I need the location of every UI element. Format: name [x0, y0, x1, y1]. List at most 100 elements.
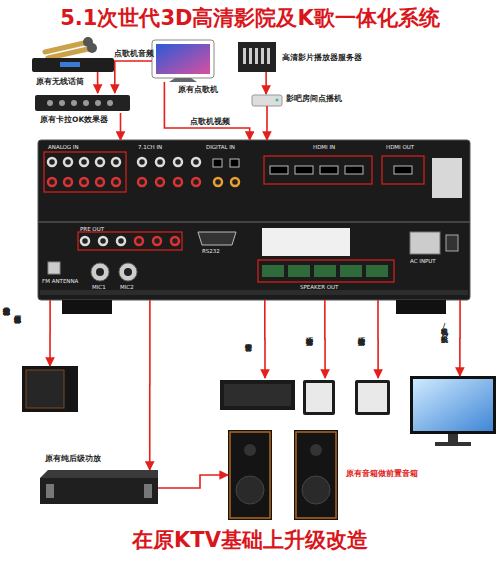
signal-arrow [49, 300, 51, 366]
amp-handle [46, 484, 54, 498]
speaker-body [303, 380, 335, 415]
amplifier-foot [62, 300, 112, 314]
server-slot [267, 48, 270, 64]
rca-jack [138, 158, 146, 166]
hdmi-port [320, 166, 338, 174]
highlight-frame [78, 232, 182, 250]
device-label: 影吧房间点播机 [286, 95, 342, 103]
panel-label: DIGITAL IN [206, 144, 235, 150]
device-label: 高清影片播放器服务器 [282, 54, 362, 62]
coax-jack [231, 178, 239, 186]
diagram-caption: 在原KTV基础上升级改造 [0, 528, 500, 553]
signal-arrow [158, 475, 228, 488]
amp-top [40, 470, 158, 478]
amp-handle [144, 484, 152, 498]
signal-arrow [459, 300, 461, 376]
rca-jack [64, 178, 72, 186]
tv-stand [448, 434, 458, 442]
server-body [238, 42, 276, 72]
signal-arrow [120, 113, 122, 140]
panel-label: 7.1CH IN [138, 144, 162, 150]
knob [71, 100, 77, 106]
tv-frame [410, 376, 496, 434]
receiver-body [32, 58, 114, 72]
device-box: 原有纯后级功放 [40, 470, 158, 506]
signal-arrow [265, 72, 267, 94]
optical-port [213, 159, 222, 167]
panel-label: MIC2 [120, 284, 134, 290]
device-box: 原有无线话筒 [32, 38, 114, 72]
rca-jack [138, 178, 146, 186]
microphone [48, 49, 88, 58]
power-socket [410, 232, 440, 254]
server-slot [249, 48, 252, 64]
player-led [276, 99, 279, 102]
hdmi-port [394, 166, 412, 174]
speaker-grille [306, 383, 332, 412]
speaker-grille [224, 384, 291, 406]
power-switch [446, 235, 458, 251]
woofer [236, 476, 264, 504]
mic-jack [119, 263, 137, 281]
signal-arrow [377, 300, 379, 378]
panel-divider [38, 221, 470, 223]
receiver-display [60, 62, 80, 67]
signal-label: 点歌机视频 [190, 118, 230, 126]
device-label: 原有音箱做前置音箱 [346, 470, 418, 479]
coax-jack [214, 178, 222, 186]
panel-label: HDMI OUT [386, 144, 414, 150]
tv-screen [413, 379, 493, 431]
device-box: 右后环绕音箱 [303, 378, 335, 415]
knob [83, 100, 89, 106]
highlight-frame [382, 156, 424, 184]
spec-sticker [432, 158, 462, 198]
signal-arrow [324, 300, 326, 378]
device-box: 左后环绕音箱 [355, 378, 390, 415]
signal-arrow [115, 61, 152, 93]
server-slot [243, 48, 246, 64]
mic-jack-hole [124, 268, 132, 276]
device-box: 影吧房间点播机 [252, 94, 282, 106]
rca-jack [174, 178, 182, 186]
rca-jack [174, 158, 182, 166]
rca-jack [112, 178, 120, 186]
rca-jack [135, 237, 143, 245]
speaker-trim [230, 432, 270, 518]
rca-jack [171, 237, 179, 245]
knob [47, 100, 53, 106]
panel-label: HDMI IN [313, 144, 335, 150]
rca-jack [48, 158, 56, 166]
effects-body [35, 95, 130, 111]
speaker-body [355, 380, 390, 415]
rca-jack [96, 158, 104, 166]
rca-jack [64, 158, 72, 166]
rca-jack [99, 237, 107, 245]
rca-jack [156, 158, 164, 166]
tablet-frame [152, 40, 214, 78]
speaker-terminal [340, 265, 362, 277]
speaker-body [220, 380, 295, 410]
mic-jack [91, 263, 109, 281]
panel-label: PRE OUT [80, 226, 104, 232]
panel-label: MIC1 [92, 284, 106, 290]
device-box: 原有音箱做前置音箱 [228, 430, 338, 520]
device-label: 原有卡拉OK效果器 [40, 116, 108, 124]
rca-jack [112, 158, 120, 166]
panel-label: AC INPUT [410, 258, 436, 264]
device-box: ANALOG IN7.1CH INDIGITAL INHDMI INHDMI O… [38, 140, 470, 300]
device-box: 原有点歌机 [152, 40, 214, 82]
player-box [252, 95, 282, 106]
device-label: 电视机/投影机 [440, 322, 447, 330]
speaker-trim [296, 432, 336, 518]
rca-jack [80, 158, 88, 166]
microphone-head [87, 43, 97, 53]
highlight-frame [264, 156, 372, 184]
device-box: 原有源低音箱 [22, 366, 78, 412]
signal-label: 点歌机音频 [114, 50, 154, 58]
rca-jack [192, 178, 200, 186]
rca-jack [156, 178, 164, 186]
device-label: 原有纯后级功放 [45, 455, 101, 463]
